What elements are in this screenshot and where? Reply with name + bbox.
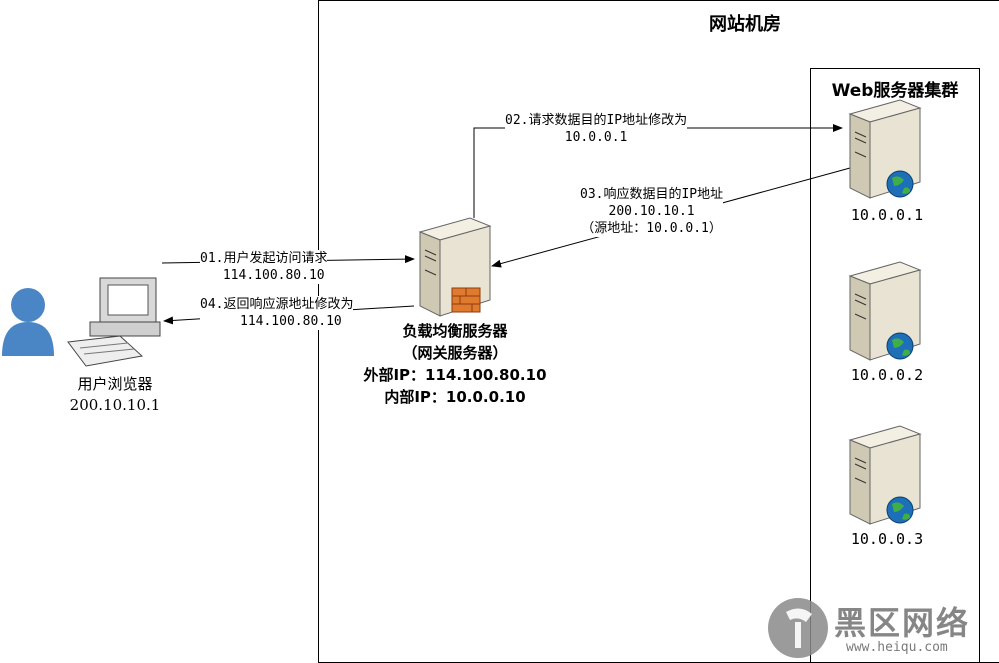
watermark-brand: 黑区网络 [834,598,970,644]
watermark-url: www.heiqu.com [846,640,948,655]
